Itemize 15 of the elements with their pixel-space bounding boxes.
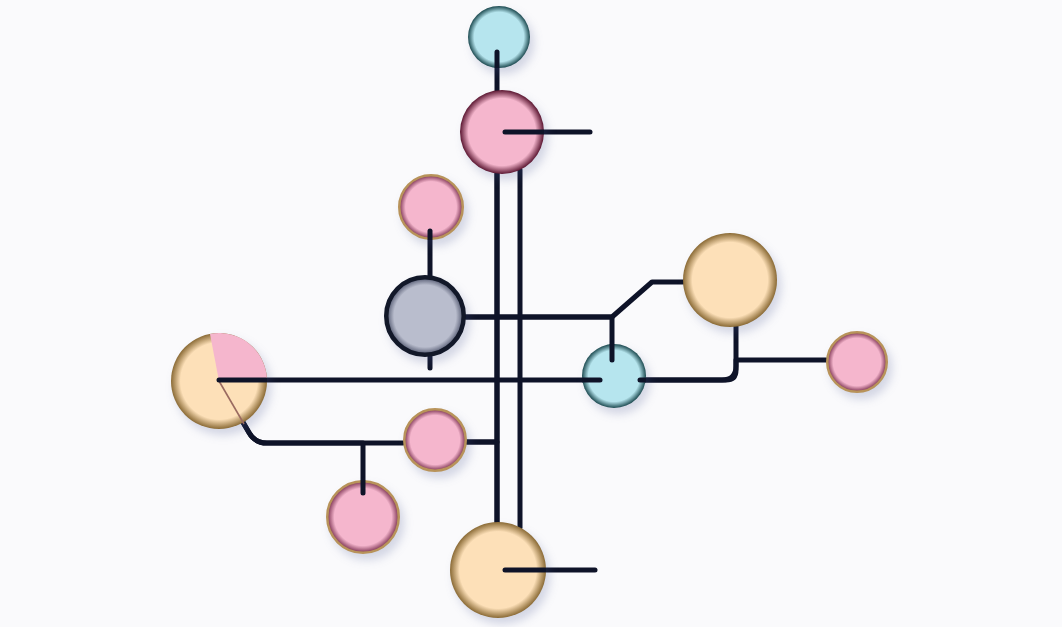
circle-node xyxy=(683,233,777,327)
circle-node xyxy=(398,174,464,240)
circle-node xyxy=(582,344,646,408)
connector-line xyxy=(494,65,500,93)
circle-node xyxy=(826,331,888,393)
circle-node xyxy=(326,480,400,554)
circle-node xyxy=(460,90,544,174)
circle-node xyxy=(450,522,546,618)
split-circle-node xyxy=(171,333,267,429)
connector-line xyxy=(427,354,433,371)
circle-node xyxy=(403,408,467,472)
circle-node xyxy=(468,6,530,68)
connector-line xyxy=(463,314,615,347)
connector-line xyxy=(517,167,523,530)
circle-node xyxy=(384,275,466,357)
